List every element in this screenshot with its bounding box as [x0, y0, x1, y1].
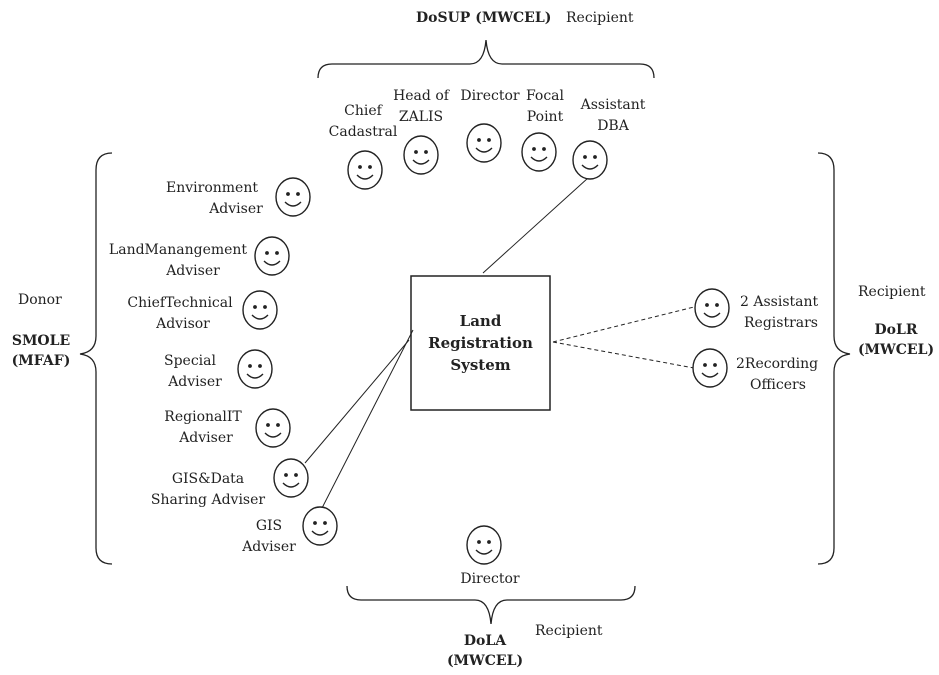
person-label-assistant-dba: Assistant DBA [580, 97, 646, 134]
connector-gis-adviser [320, 329, 414, 511]
smiley-face-icon [521, 132, 557, 172]
person-label-gis-data-sharing-adviser: GIS&Data Sharing Adviser [150, 471, 266, 508]
smiley-face-icon [255, 408, 291, 448]
smiley-face-icon [403, 135, 439, 175]
person-label-recording-officers: 2Recording Officers [736, 356, 819, 393]
dola-name-line1: DoLA [463, 633, 507, 649]
person-label-environment-adviser: Environment Adviser [166, 180, 263, 217]
dosup-name: DoSUP (MWCEL) [416, 10, 552, 26]
smiley-face-icon [692, 348, 728, 388]
dolr-role: Recipient [858, 284, 926, 300]
dolr-name: DoLR (MWCEL) [856, 320, 936, 360]
smiley-face-icon [466, 123, 502, 163]
person-label-gis-adviser: GIS Adviser [242, 518, 296, 555]
smole-role: Donor [18, 292, 62, 308]
smiley-face-icon [275, 177, 311, 217]
smiley-face-icon [302, 506, 338, 546]
person-label-chief-technical-advisor: ChiefTechnical Advisor [127, 295, 233, 332]
smiley-face-icon [466, 525, 502, 565]
person-label-focal-point: Focal Point [525, 88, 565, 125]
dolr-brace [817, 152, 851, 565]
smole-name-line1: SMOLE [11, 333, 71, 349]
smiley-face-icon [273, 458, 309, 498]
smiley-face-icon [237, 349, 273, 389]
dolr-name-line2: (MWCEL) [857, 342, 935, 358]
person-label-regional-it-adviser: RegionalIT Adviser [164, 409, 242, 446]
land-registration-system-box [410, 275, 551, 411]
connector-gis-data-sharing [304, 339, 410, 464]
smiley-face-icon [254, 236, 290, 276]
person-label-assistant-registrars: 2 Assistant Registrars [740, 294, 819, 331]
smole-name: SMOLE (MFAF) [6, 331, 76, 371]
smole-name-line2: (MFAF) [11, 353, 71, 369]
dosup-brace [317, 39, 655, 79]
dola-name-line2: (MWCEL) [446, 653, 524, 669]
dola-brace [346, 585, 636, 625]
person-label-director-dola: Director [460, 571, 520, 587]
center-line2: Registration [428, 334, 533, 352]
person-label-head-of-zalis: Head of ZALIS [393, 88, 449, 125]
dosup-role: Recipient [566, 10, 634, 26]
person-label-director-dosup: Director [460, 88, 520, 104]
smiley-face-icon [694, 288, 730, 328]
dola-name: DoLA (MWCEL) [445, 631, 525, 671]
center-line3: System [450, 356, 511, 374]
land-registration-system-label: Land Registration System [411, 276, 550, 410]
connector-recording-officers [552, 341, 695, 369]
dolr-name-line1: DoLR [874, 322, 918, 338]
dola-role: Recipient [535, 623, 603, 639]
connector-assistant-dba [482, 177, 589, 274]
center-line1: Land [459, 312, 502, 330]
connector-assistant-registrars [552, 306, 695, 343]
person-label-chief-cadastral: Chief Cadastral [328, 103, 398, 140]
smiley-face-icon [242, 290, 278, 330]
person-label-land-management-adviser: LandManangement Adviser [108, 242, 248, 279]
smiley-face-icon [347, 150, 383, 190]
smiley-face-icon [572, 140, 608, 180]
smole-brace [79, 152, 113, 565]
person-label-special-adviser: Special Adviser [164, 353, 222, 390]
